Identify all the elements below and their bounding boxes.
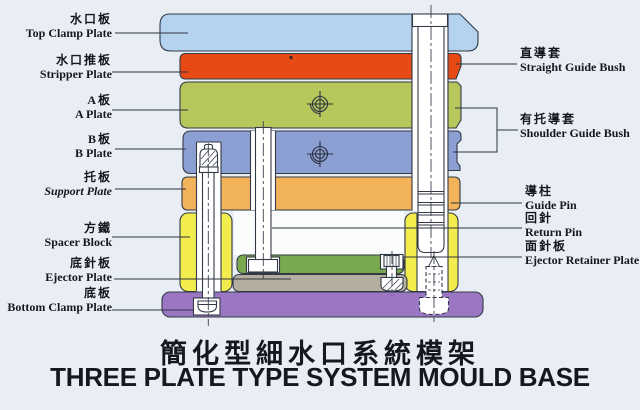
- label-return-pin-en: Return Pin: [525, 225, 582, 239]
- label-return-pin-zh: 回針: [525, 211, 554, 225]
- label-spacer-block-en: Spacer Block: [44, 235, 112, 249]
- label-spacer-block: 方鐵 Spacer Block: [45, 221, 112, 250]
- label-stripper-plate: 水口推板 Stripper Plate: [40, 53, 112, 82]
- label-top-clamp-plate: 水口板 Top Clamp Plate: [26, 12, 112, 41]
- label-bottom-clamp-plate: 底板 Bottom Clamp Plate: [7, 286, 112, 315]
- ejector-screw-socket-hatch: [382, 278, 403, 291]
- left-screw-head-hatch: [200, 149, 218, 167]
- label-shoulder-guide-bush: 有托導套 Shoulder Guide Bush: [520, 112, 630, 141]
- label-shoulder-guide-bush-zh: 有托導套: [520, 112, 577, 126]
- label-straight-guide-bush: 直導套 Straight Guide Bush: [520, 46, 625, 75]
- guide-pin-head: [411, 13, 449, 28]
- bottom-clamp-plate: [161, 291, 484, 318]
- label-ejector-retainer-plate-zh: 面針板: [525, 239, 568, 253]
- label-b-plate-zh: B板: [87, 132, 112, 146]
- label-b-plate-en: B Plate: [75, 146, 112, 160]
- label-support-plate-zh: 托板: [83, 170, 112, 184]
- ejector-screw-shank: [385, 265, 398, 279]
- left-screw-socket-head: [197, 300, 218, 313]
- label-ejector-plate-zh: 底針板: [69, 256, 112, 270]
- label-ejector-plate-en: Ejector Plate: [45, 270, 112, 284]
- shoulder-guide-bush-upper: [447, 81, 462, 129]
- label-ejector-retainer-plate-en: Ejector Retainer Plate: [525, 253, 640, 267]
- top-clamp-plate: [159, 13, 479, 52]
- label-a-plate-zh: A板: [87, 93, 112, 107]
- label-b-plate: B板 B Plate: [75, 132, 112, 161]
- leader-shoulder-guide-bush: [453, 107, 518, 153]
- label-bottom-clamp-plate-en: Bottom Clamp Plate: [7, 300, 112, 314]
- label-bottom-clamp-plate-zh: 底板: [83, 286, 112, 300]
- straight-guide-bush: [447, 52, 462, 80]
- label-support-plate-en: Support Plate: [44, 184, 112, 198]
- label-spacer-block-zh: 方鐵: [83, 221, 112, 235]
- label-straight-guide-bush-zh: 直導套: [520, 46, 563, 60]
- label-guide-pin-en: Guide Pin: [525, 198, 577, 212]
- label-ejector-retainer-plate: 面針板 Ejector Retainer Plate: [525, 239, 639, 268]
- title-chinese: 簡化型細水口系統模架: [160, 339, 480, 369]
- ejector-screw-head: [383, 254, 400, 268]
- title-english: THREE PLATE TYPE SYSTEM MOULD BASE: [50, 362, 590, 392]
- ink-speck: [289, 55, 293, 60]
- label-stripper-plate-en: Stripper Plate: [39, 67, 112, 81]
- label-ejector-plate: 底針板 Ejector Plate: [45, 256, 112, 285]
- a-plate: [179, 81, 413, 129]
- label-top-clamp-plate-zh: 水口板: [69, 12, 112, 26]
- stripper-plate: [179, 52, 413, 80]
- label-stripper-plate-zh: 水口推板: [55, 53, 112, 67]
- label-shoulder-guide-bush-en: Shoulder Guide Bush: [520, 126, 630, 140]
- label-straight-guide-bush-en: Straight Guide Bush: [520, 60, 626, 74]
- label-return-pin: 回針 Return Pin: [525, 211, 582, 240]
- label-a-plate-en: A Plate: [75, 107, 112, 121]
- ejector-screw-head-hatch: [386, 256, 397, 266]
- label-guide-pin-zh: 導柱: [525, 184, 554, 198]
- b-plate: [182, 130, 413, 175]
- centerline-target-symbol: [307, 141, 333, 167]
- label-guide-pin: 導柱 Guide Pin: [525, 184, 577, 213]
- shoulder-guide-bush-lower: [447, 130, 462, 172]
- label-a-plate: A板 A Plate: [75, 93, 112, 122]
- label-support-plate: 托板 Support Plate: [44, 170, 112, 199]
- centerline-target-symbol: [307, 91, 333, 117]
- label-top-clamp-plate-en: Top Clamp Plate: [25, 26, 112, 40]
